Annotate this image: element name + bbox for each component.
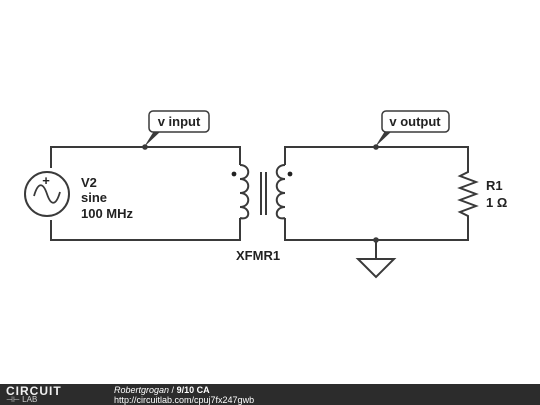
circuitlab-logo[interactable]: CIRCUIT ⊣⊢ LAB — [6, 385, 96, 404]
input-voltage-probe[interactable]: v input — [142, 110, 210, 150]
source-frequency-label: 100 MHz — [81, 206, 134, 221]
resistor-value-label: 1 Ω — [486, 195, 507, 210]
input-probe-label: v input — [158, 114, 201, 129]
output-voltage-probe[interactable]: v output — [373, 110, 450, 150]
transformer-xfmr1[interactable] — [231, 164, 293, 220]
resistor-name-label: R1 — [486, 178, 503, 193]
primary-polarity-dot — [231, 171, 237, 177]
primary-loop-wires — [50, 146, 241, 241]
ground-symbol[interactable] — [355, 258, 397, 279]
footer-title-line: Robertgrogan / 9/10 CA — [114, 385, 254, 395]
schematic-canvas: + V2 sine 100 MHz XFMR1 R1 1 Ω v input — [24, 110, 507, 279]
footer-bar: CIRCUIT ⊣⊢ LAB Robertgrogan / 9/10 CA ht… — [0, 384, 540, 405]
circuit-url[interactable]: http://circuitlab.com/cpuj7fx247gwb — [114, 395, 255, 405]
source-type-label: sine — [81, 190, 107, 205]
sine-voltage-source-v2[interactable]: + — [24, 171, 70, 217]
source-plus-sign: + — [42, 173, 50, 188]
secondary-polarity-dot — [287, 171, 293, 177]
logo-wordmark-top: CIRCUIT — [6, 384, 62, 398]
output-probe-label: v output — [389, 114, 441, 129]
footer-info: Robertgrogan / 9/10 CA http://circuitlab… — [114, 385, 254, 405]
resistor-r1[interactable] — [457, 168, 479, 220]
transformer-name-label: XFMR1 — [236, 248, 280, 263]
logo-wordmark-bottom: ⊣⊢ LAB — [6, 395, 38, 404]
title-separator: / — [169, 385, 177, 395]
source-name-label: V2 — [81, 175, 97, 190]
author-link[interactable]: Robertgrogan — [114, 385, 170, 395]
ground-junction-dot — [373, 237, 379, 243]
circuit-title: 9/10 CA — [176, 385, 210, 395]
